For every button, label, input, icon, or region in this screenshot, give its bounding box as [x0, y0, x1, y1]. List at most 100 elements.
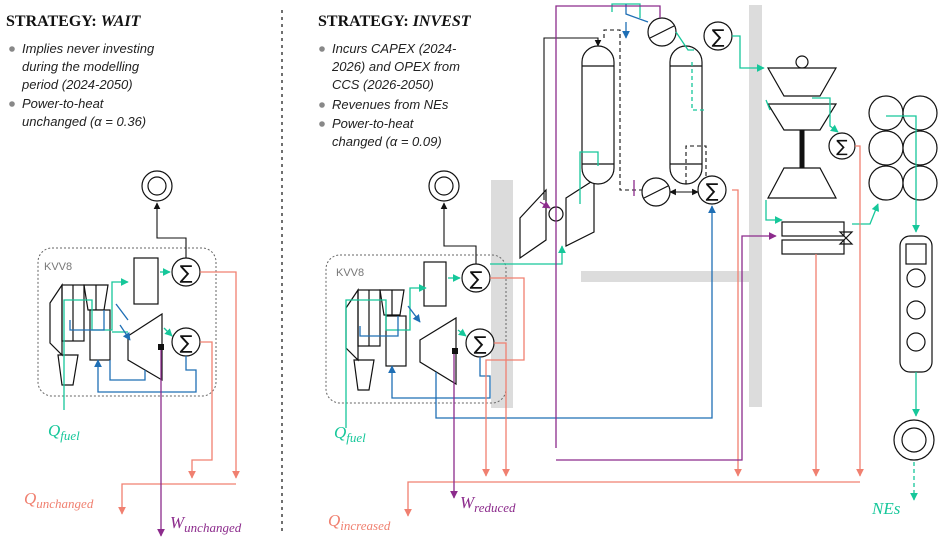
heat-flow-1: [200, 271, 240, 479]
heat-output-flow: [118, 483, 236, 515]
invest-q-fuel-label: Qfuel: [334, 423, 366, 445]
sum-icon: ∑: [697, 175, 727, 205]
heat-flow-2: [494, 342, 510, 477]
sum-icon: ∑: [703, 21, 733, 51]
pump-icon: [647, 17, 677, 47]
plant-boundary: [325, 254, 507, 404]
bullet-dot: [319, 102, 325, 108]
plant-boundary: [37, 247, 217, 397]
heat-flow-2: [188, 341, 213, 479]
sum-icon: ∑: [171, 257, 201, 287]
power-to-compression: [556, 232, 777, 461]
wait-panel: STRATEGY: WAIT Implies never investing d…: [6, 13, 158, 129]
heat-exchanger-icon: [385, 315, 407, 367]
bullet-dot: [9, 101, 15, 107]
invest-bullet-2: Revenues from NEs: [332, 97, 449, 112]
invest-bullet-1: Incurs CAPEX (2024- 2026) and OPEX from …: [331, 41, 464, 92]
wait-w-unchanged-label: Wunchanged: [170, 513, 242, 535]
band-vertical-left: [491, 180, 513, 408]
shaft-icon: [452, 348, 458, 354]
heat-flow-1: [482, 277, 525, 477]
solvent-flow-dashed: [603, 29, 642, 191]
heat-exchanger-icon: [781, 221, 854, 255]
bullet-dot: [319, 46, 325, 52]
heat-flow-intercooler: [855, 145, 864, 477]
invest-panel: STRATEGY: INVEST Incurs CAPEX (2024- 202…: [318, 13, 472, 149]
heat-flow-black: [153, 202, 187, 258]
sum-icon: ∑: [461, 263, 491, 293]
to-storage-flow: [852, 203, 880, 225]
condensate-return-flow: [435, 205, 716, 419]
wait-bullet-1: Implies never investing during the model…: [21, 41, 158, 92]
fuel-flow-sum2: [457, 328, 467, 337]
svg-text:∑: ∑: [836, 137, 848, 157]
water-flow: [359, 316, 399, 337]
svg-text:∑: ∑: [712, 26, 725, 48]
svg-text:∑: ∑: [474, 333, 487, 355]
district-heating-icon: [141, 170, 173, 202]
water-flow: [69, 303, 130, 340]
flue-gas-flow: [543, 37, 602, 200]
heat-output-flow: [404, 481, 860, 517]
storage-to-vessel-flow: [886, 115, 920, 233]
solvent-flow-dashed-teal: [691, 62, 704, 111]
transport-vessel-icon: [899, 235, 933, 373]
wait-plant: KVV8 ∑ ∑: [24, 170, 242, 537]
cooling-flow: [625, 4, 649, 23]
wait-heading: STRATEGY: WAIT: [6, 13, 142, 30]
turbine-icon: [127, 312, 163, 382]
expander-icon: [565, 178, 595, 247]
plant-label: KVV8: [44, 261, 72, 273]
sum-icon: ∑: [828, 132, 856, 160]
compressor-icon: [519, 188, 547, 260]
wait-bullet-2: Power-to-heat unchanged (α = 0.36): [22, 96, 146, 129]
power-to-pump: [555, 5, 661, 448]
fuel-flow-sum2: [163, 327, 173, 337]
heat-exchanger-icon: [89, 309, 111, 361]
water-return-flow-2: [109, 360, 146, 381]
invest-plant: KVV8 ∑ ∑: [325, 3, 938, 533]
compression-train-icon: [766, 55, 838, 199]
band-horizontal: [581, 271, 751, 282]
compressed-co2-flow: [765, 200, 783, 224]
shaft-icon: [158, 344, 164, 350]
sum-icon: ∑: [465, 328, 495, 358]
solvent-flow-2: [675, 31, 694, 51]
storage-tanks-icon: [868, 95, 938, 201]
storage-site-icon: [893, 419, 935, 461]
water-return-flow: [94, 356, 197, 393]
stripper-column-icon: [669, 45, 703, 185]
nes-label: NEs: [871, 499, 901, 518]
invest-bullet-3: Power-to-heat changed (α = 0.09): [332, 116, 442, 149]
solvent-loop-dashed: [685, 145, 707, 184]
co2-flow: [732, 35, 765, 72]
bullet-dot: [9, 46, 15, 52]
generator-icon: [423, 261, 447, 307]
bullet-dot: [319, 121, 325, 127]
band-vertical-right: [749, 5, 762, 407]
steam-flow: [490, 245, 566, 265]
water-return-flow: [388, 357, 491, 399]
compression-flow-2: [765, 99, 771, 111]
svg-text:∑: ∑: [180, 332, 193, 354]
background-bands: [491, 5, 762, 408]
wait-q-fuel-label: Qfuel: [48, 421, 80, 443]
water-flow-2: [407, 305, 421, 323]
turbine-icon: [419, 316, 457, 386]
pump-icon: [641, 177, 671, 207]
invest-w-reduced-label: Wreduced: [460, 493, 516, 515]
svg-text:∑: ∑: [180, 262, 193, 284]
absorber-flow: [579, 151, 599, 204]
fuel-flow: [345, 284, 427, 428]
power-to-compressor: [539, 201, 551, 209]
heat-flow-black: [440, 202, 477, 264]
svg-text:∑: ∑: [706, 180, 719, 202]
generator-icon: [133, 257, 159, 305]
plant-label: KVV8: [336, 267, 364, 279]
heat-flow-capture: [732, 189, 742, 477]
boiler-icon: [49, 283, 109, 386]
wait-q-unchanged-label: Qunchanged: [24, 489, 94, 511]
svg-text:∑: ∑: [470, 268, 483, 290]
compression-flow: [812, 97, 839, 133]
